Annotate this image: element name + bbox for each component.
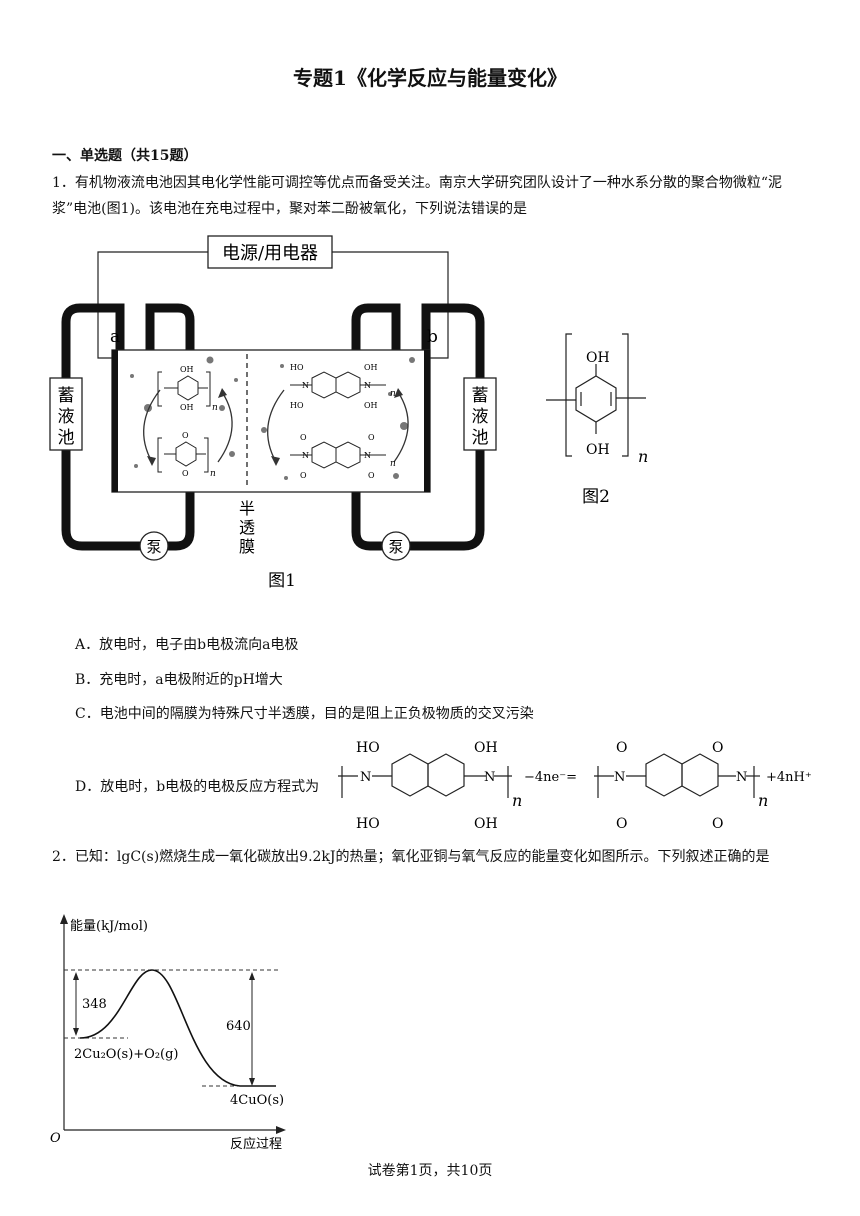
- d-n-left-2: N: [614, 770, 625, 785]
- battery-diagram: 电源/用电器 蓄 液 池 蓄 液 池 泵 泵 a b: [49, 235, 648, 591]
- option-d-equation: HO OH HO OH N N n −4ne⁻= O O O O N N n +…: [338, 740, 812, 832]
- right-top-o-1: O: [300, 433, 307, 442]
- d-sub-n-1: n: [512, 791, 522, 810]
- delta-value: 640: [226, 1019, 251, 1034]
- tank-left-char-1: 蓄: [58, 386, 75, 406]
- page-title: 专题1《化学反应与能量变化》: [293, 66, 567, 90]
- electrode-b-label: b: [427, 327, 438, 347]
- fig2-oh-top: OH: [586, 350, 610, 366]
- membrane-char-2: 透: [239, 518, 255, 537]
- origin-label: O: [50, 1131, 61, 1146]
- fig2-sub-n: n: [638, 447, 648, 466]
- x-axis-label: 反应过程: [230, 1136, 282, 1152]
- right-top-oh: OH: [364, 363, 378, 372]
- tank-right-char-1: 蓄: [472, 386, 489, 406]
- d-o-top-1: O: [616, 740, 627, 756]
- reactants-label: 2Cu₂O(s)+O₂(g): [74, 1047, 179, 1062]
- left-sub-n-2: n: [210, 469, 216, 479]
- page-footer: 试卷第1页，共10页: [367, 1163, 493, 1179]
- pump-left-label: 泵: [146, 538, 161, 556]
- right-bottom-o-2: O: [368, 471, 375, 480]
- option-b[interactable]: B．充电时，a电极附近的pH增大: [75, 672, 283, 688]
- question-1-text: 1．有机物液流电池因其电化学性能可调控等优点而备受关注。南京大学研究团队设计了一…: [52, 175, 783, 217]
- right-sub-n-1: n: [390, 389, 396, 399]
- barrier-value: 348: [82, 997, 107, 1012]
- membrane-char-3: 膜: [239, 537, 255, 556]
- tank-right-char-3: 池: [472, 428, 489, 448]
- d-oh-bottom: OH: [474, 816, 498, 832]
- tank-right-char-2: 液: [472, 407, 489, 427]
- tank-left-char-2: 液: [58, 407, 75, 427]
- question-2-text: 2．已知：lgC(s)燃烧生成一氧化碳放出9.2kJ的热量；氧化亚铜与氧气反应的…: [52, 849, 770, 865]
- option-c[interactable]: C．电池中间的隔膜为特殊尺寸半透膜，目的是阻上正负极物质的交叉污染: [75, 706, 534, 722]
- right-top-o-2: O: [368, 433, 375, 442]
- d-ho-top: HO: [356, 740, 380, 756]
- left-sub-n-1: n: [212, 403, 218, 413]
- left-top-o: O: [182, 431, 189, 440]
- d-n-right: N: [484, 770, 495, 785]
- right-sub-n-2: n: [390, 459, 396, 469]
- power-source-label: 电源/用电器: [222, 243, 318, 264]
- option-a[interactable]: A．放电时，电子由b电极流向a电极: [75, 637, 299, 653]
- right-n-left: N: [302, 381, 309, 390]
- option-d[interactable]: D．放电时，b电极的电极反应方程式为: [75, 779, 320, 795]
- d-n-right-2: N: [736, 770, 747, 785]
- d-oh-top: OH: [474, 740, 498, 756]
- right-n-left-2: N: [302, 451, 309, 460]
- pump-right-label: 泵: [388, 538, 403, 556]
- right-top-ho: HO: [290, 363, 304, 372]
- products-label: 4CuO(s): [230, 1093, 284, 1108]
- d-mid-term: −4ne⁻=: [524, 770, 577, 785]
- right-bottom-ho: HO: [290, 401, 304, 410]
- d-o-top-2: O: [712, 740, 723, 756]
- section-heading: 一、单选题（共15题）: [52, 148, 198, 164]
- fig2-oh-bottom: OH: [586, 442, 610, 458]
- d-ho-bottom: HO: [356, 816, 380, 832]
- left-bottom-o: O: [182, 469, 189, 478]
- tank-left-char-3: 池: [58, 428, 75, 448]
- d-sub-n-2: n: [758, 791, 768, 810]
- electrode-a-label: a: [110, 327, 120, 347]
- d-suffix: +4nH⁺: [766, 770, 812, 785]
- d-n-left: N: [360, 770, 371, 785]
- y-axis-label: 能量(kJ/mol): [70, 919, 148, 934]
- d-o-bottom-2: O: [712, 816, 723, 832]
- right-n-right: N: [364, 381, 371, 390]
- figure-2-caption: 图2: [582, 487, 610, 507]
- right-bottom-o-1: O: [300, 471, 307, 480]
- d-o-bottom-1: O: [616, 816, 627, 832]
- right-bottom-oh: OH: [364, 401, 378, 410]
- membrane-char-1: 半: [239, 499, 255, 518]
- figure-1-caption: 图1: [268, 571, 296, 591]
- right-n-right-2: N: [364, 451, 371, 460]
- left-top-oh: OH: [180, 365, 194, 374]
- energy-diagram: 能量(kJ/mol) 反应过程 O 348 640 2Cu₂O(s)+O₂(g)…: [50, 914, 286, 1152]
- left-bottom-oh: OH: [180, 403, 194, 412]
